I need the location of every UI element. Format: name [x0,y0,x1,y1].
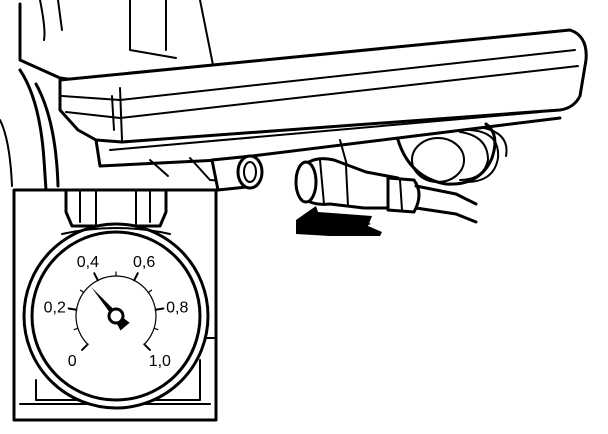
gauge-tick [93,272,99,282]
bumper [58,28,588,144]
probe-collar [386,176,421,214]
car-body [0,0,588,192]
gauge-tick [154,307,165,311]
gauge-label: 0,4 [77,254,99,271]
gauge-scale-labels: 0 0,2 0,4 0,6 0,8 1,0 [44,254,189,370]
gauge-tick [133,272,139,282]
gauge-tick [73,327,79,331]
gauge-fitting [64,188,168,228]
gauge-label: 0,2 [44,299,66,316]
gauge-tick [153,327,159,331]
exhaust-pipe-opening [236,154,264,190]
gauge-label: 0,6 [133,254,155,271]
underbody [94,116,562,168]
body-crease [129,0,177,59]
gauge-tick [143,343,151,351]
gauge-label: 0,8 [166,299,188,316]
gauge-needle [91,287,130,331]
rear-wheel [396,122,508,186]
test-probe [294,157,478,224]
gauge-label: 0 [68,353,77,370]
gauge-tick [67,307,78,311]
bumper-strip-bottom [65,65,579,119]
gauge-scale [67,271,165,351]
insertion-arrow [296,206,382,236]
gauge-tick [81,343,89,351]
wheel-arch [18,68,48,192]
gauge-inner-ring [30,230,202,402]
gauge-tick [147,289,153,294]
hose-bottom [414,206,478,224]
exhaust-pipe [210,154,264,192]
gauge-needle-hub [107,307,125,325]
gauge-label: 1,0 [149,353,171,370]
hose-top [414,184,478,206]
gauge-inset: 0 0,2 0,4 0,6 0,8 1,0 [12,188,218,422]
gauge-tick [79,289,85,294]
